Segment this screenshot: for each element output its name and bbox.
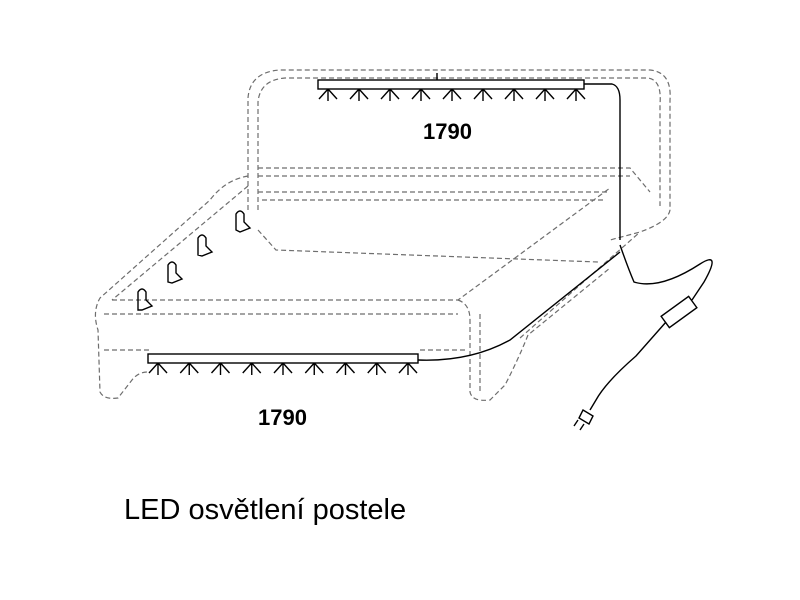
light-rays bbox=[148, 362, 418, 375]
light-ray-icon bbox=[442, 88, 462, 101]
light-ray-icon bbox=[349, 88, 369, 101]
clip-icon bbox=[197, 234, 214, 257]
light-ray-icon bbox=[566, 88, 586, 101]
light-ray-icon bbox=[318, 88, 338, 101]
clip-icon bbox=[235, 210, 252, 233]
front-led-strip bbox=[147, 353, 419, 375]
light-ray-icon bbox=[242, 362, 262, 375]
light-ray-icon bbox=[210, 362, 231, 375]
light-ray-icon bbox=[367, 362, 387, 375]
power-cable bbox=[417, 83, 713, 431]
bed-frame-outline bbox=[94, 175, 641, 401]
light-ray-icon bbox=[473, 88, 493, 101]
plug-icon bbox=[573, 409, 594, 431]
top-led-strip bbox=[317, 73, 586, 101]
light-ray-icon bbox=[148, 362, 168, 375]
light-ray-icon bbox=[380, 88, 400, 101]
clip-icon bbox=[167, 261, 184, 284]
diagram-caption: LED osvětlení postele bbox=[124, 494, 407, 526]
side-clips bbox=[137, 210, 252, 311]
light-ray-icon bbox=[304, 362, 324, 375]
light-ray-icon bbox=[273, 362, 293, 375]
headboard-outline bbox=[247, 69, 671, 241]
clip-icon bbox=[137, 288, 154, 311]
top-strip-length-label: 1790 bbox=[423, 119, 472, 144]
light-ray-icon bbox=[504, 88, 524, 101]
light-ray-icon bbox=[535, 88, 555, 101]
front-strip-length-label: 1790 bbox=[258, 405, 307, 430]
led-driver-box bbox=[660, 295, 698, 329]
light-ray-icon bbox=[398, 362, 418, 375]
light-rays bbox=[318, 88, 586, 101]
light-ray-icon bbox=[411, 88, 431, 101]
light-ray-icon bbox=[179, 362, 199, 375]
light-ray-icon bbox=[335, 362, 356, 375]
